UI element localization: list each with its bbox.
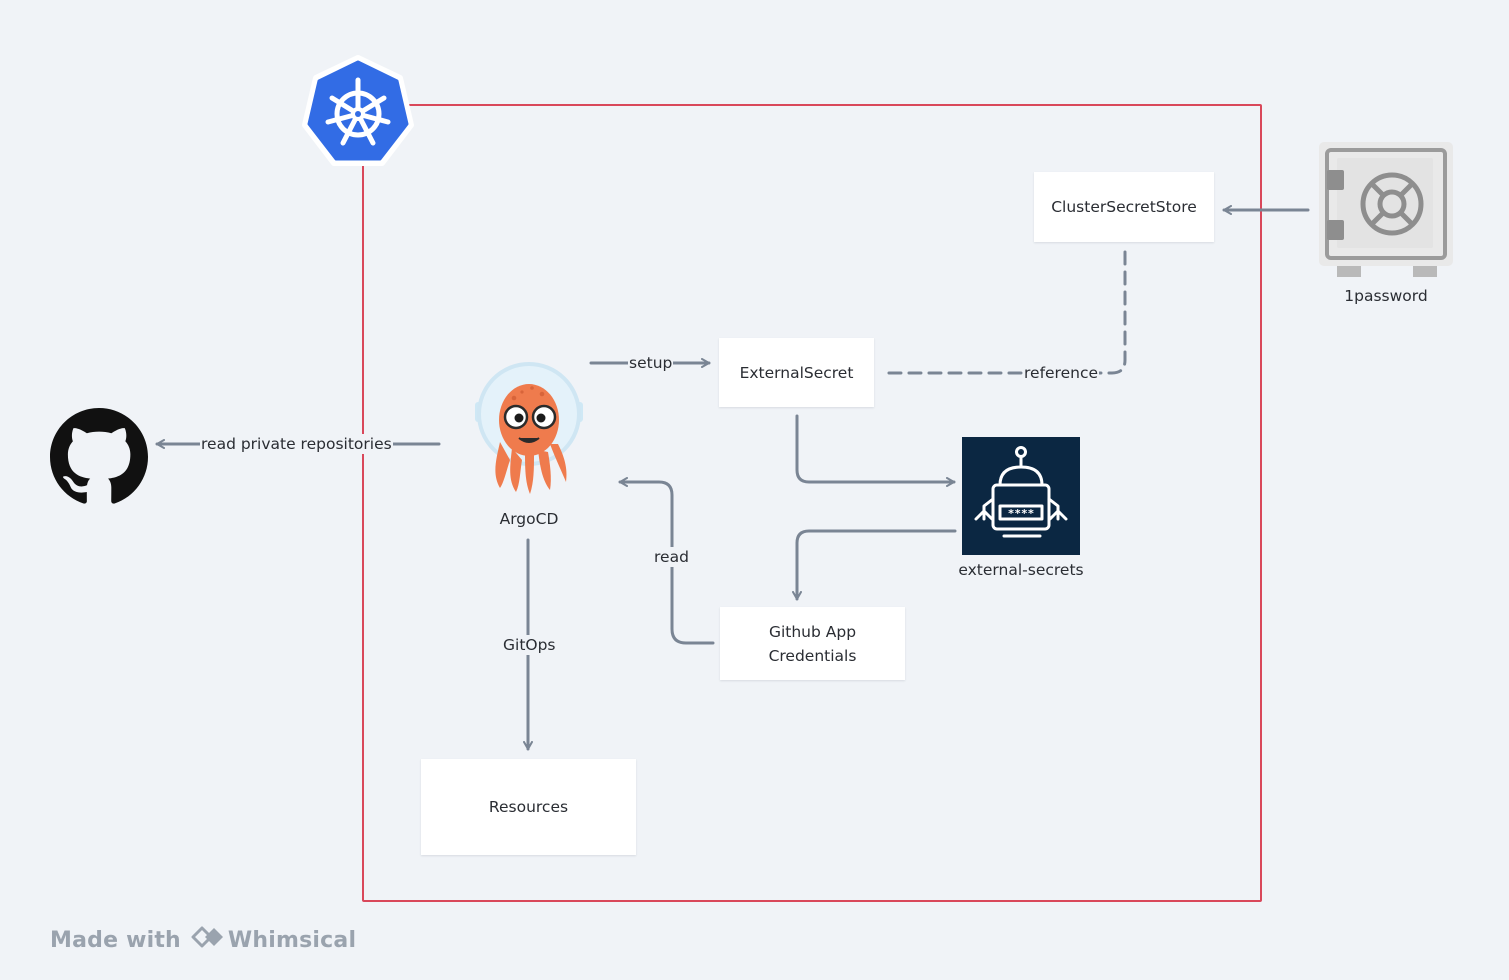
- reference-edge-label: reference: [1023, 363, 1100, 383]
- safe-icon: [1317, 142, 1455, 278]
- 1password-caption: 1password: [1344, 287, 1428, 305]
- kubernetes-cluster-boundary: [362, 104, 1262, 902]
- edge-externalsecret-to-external-secrets: [795, 414, 956, 487]
- external-secret-label: ExternalSecret: [739, 363, 854, 382]
- argocd-caption: ArgoCD: [499, 510, 559, 528]
- edge-external-secrets-to-credentials: [792, 529, 957, 601]
- read-private-repositories-edge-label: read private repositories: [200, 434, 393, 454]
- svg-text:****: ****: [1008, 507, 1035, 520]
- cluster-secret-store-label: ClusterSecretStore: [1051, 198, 1197, 216]
- github-app-credentials-label: Github App Credentials: [768, 622, 857, 665]
- resources-label: Resources: [488, 798, 569, 816]
- github-app-credentials-node[interactable]: Github App Credentials: [720, 607, 905, 680]
- cluster-secret-store-node[interactable]: ClusterSecretStore: [1034, 172, 1214, 242]
- read-edge-label: read: [653, 547, 690, 567]
- external-secret-node[interactable]: ExternalSecret: [719, 338, 874, 407]
- setup-edge-label: setup: [628, 353, 674, 373]
- external-secrets-caption: external-secrets: [958, 561, 1084, 579]
- github-icon: [50, 408, 148, 506]
- gitops-edge-label: GitOps: [502, 635, 557, 655]
- edge-clustersecretstore-externalsecret-reference: [880, 250, 1127, 375]
- made-with-text: Made with: [50, 927, 181, 953]
- whimsical-logo-icon: [191, 926, 225, 954]
- whimsical-watermark[interactable]: Made with Whimsical: [50, 926, 356, 954]
- kubernetes-icon: [300, 54, 416, 170]
- external-secrets-icon: ****: [962, 437, 1080, 555]
- argocd-icon: [470, 362, 588, 498]
- resources-node[interactable]: Resources: [421, 759, 636, 855]
- whimsical-brand-text: Whimsical: [227, 927, 357, 953]
